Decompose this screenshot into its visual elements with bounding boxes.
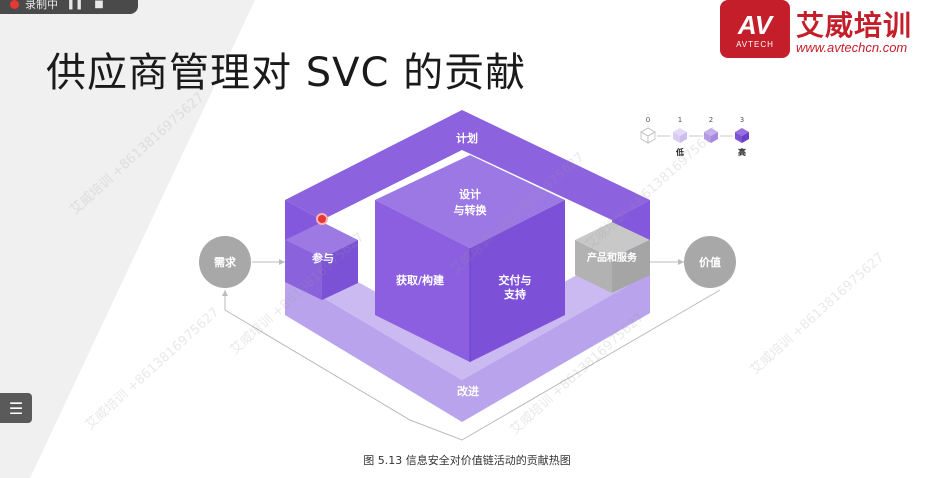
recording-indicator[interactable]: 录制中 ❚❚ ■ <box>0 0 138 14</box>
label-deliver-1: 交付与 <box>499 273 532 287</box>
slide-title: 供应商管理对 SVC 的贡献 <box>46 50 527 96</box>
stop-icon[interactable]: ■ <box>94 0 104 10</box>
legend-high: 高 <box>738 147 746 157</box>
logo-url: www.avtechcn.com <box>796 40 908 55</box>
label-design-1: 设计 <box>459 187 481 201</box>
label-plan: 计划 <box>456 131 478 145</box>
menu-icon[interactable]: ☰ <box>0 393 32 423</box>
label-deliver-2: 支持 <box>503 287 526 301</box>
engage-cube-left <box>285 240 322 300</box>
pause-icon[interactable]: ❚❚ <box>66 0 84 10</box>
label-improve: 改进 <box>457 384 479 398</box>
demand-circle <box>199 236 251 288</box>
logo-mark: AV AVTECH <box>720 0 790 58</box>
label-value: 价值 <box>699 255 721 269</box>
label-obtain: 获取/构建 <box>396 273 445 287</box>
logo-name: 艾威培训 <box>796 9 913 42</box>
deliver-cube-right <box>470 200 565 362</box>
legend-level-1: 1 <box>678 116 682 124</box>
logo-mark-sub: AVTECH <box>736 40 774 49</box>
figure-caption: 图 5.13 信息安全对价值链活动的贡献热图 <box>363 454 571 467</box>
label-demand: 需求 <box>214 255 237 269</box>
logo-mark-text: AV <box>737 10 773 40</box>
label-design-2: 与转换 <box>454 203 488 217</box>
watermark-6: 艾威培训 +8613816975627 <box>82 304 222 433</box>
obtain-cube-left <box>375 200 470 362</box>
products-cube-right <box>612 240 650 293</box>
products-cube-top <box>575 222 650 258</box>
improve-band-front <box>285 273 650 422</box>
record-dot-icon <box>10 0 19 9</box>
products-cube-left <box>575 240 612 293</box>
avtech-logo: AV AVTECH 艾威培训 www.avtechcn.com <box>716 0 934 62</box>
plan-band-top <box>285 110 650 220</box>
label-products: 产品和服务 <box>587 251 638 264</box>
design-cube-top <box>375 155 565 248</box>
legend-low: 低 <box>675 147 684 157</box>
value-circle <box>684 236 736 288</box>
engage-cube-top <box>285 222 358 258</box>
pointer-dot <box>316 213 328 225</box>
watermark-7: 艾威培训 +8613816975627 <box>747 249 887 378</box>
heatmap-legend: 0 1 2 3 低 高 <box>640 116 749 157</box>
label-engage: 参与 <box>312 251 334 265</box>
recording-label: 录制中 <box>25 0 58 11</box>
watermark-1: 艾威培训 +8613816975627 <box>67 89 207 218</box>
legend-level-3: 3 <box>740 116 744 124</box>
legend-level-0: 0 <box>646 116 650 124</box>
legend-level-2: 2 <box>709 116 713 124</box>
engage-cube-right <box>322 240 358 300</box>
